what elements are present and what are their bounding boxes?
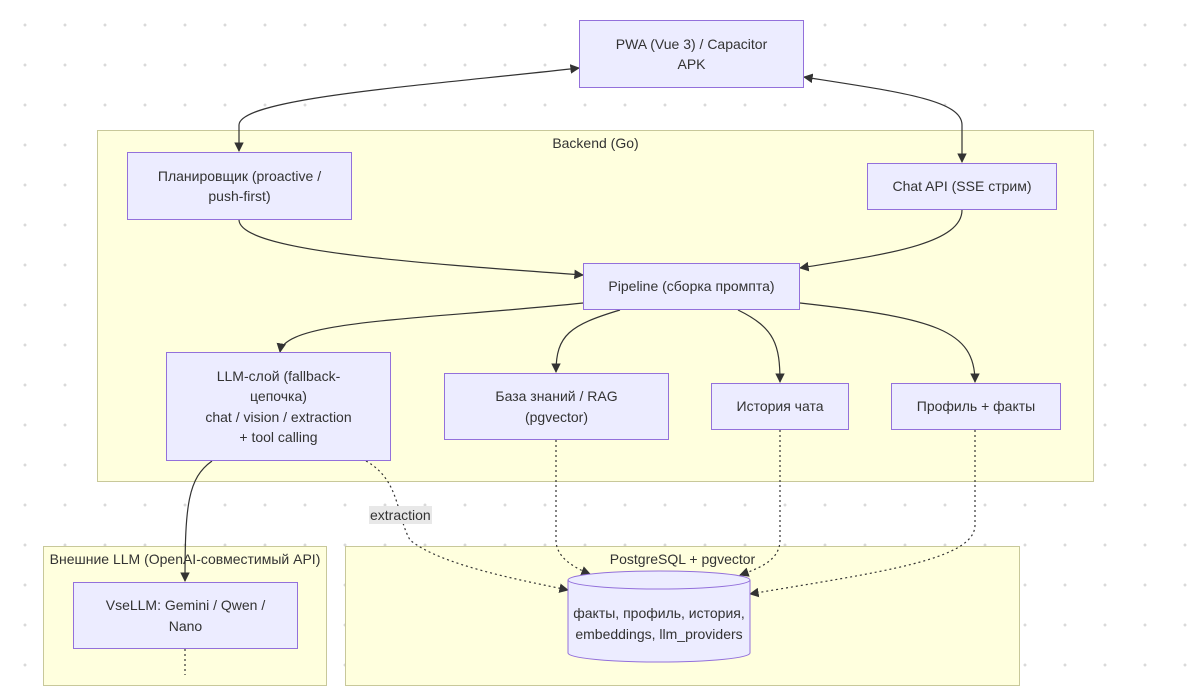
edge-pipeline-llm (276, 302, 584, 353)
edge-pwa-scheduler (234, 64, 580, 152)
node-chat-history: История чата (711, 383, 849, 430)
node-vsellm: VseLLM: Gemini / Qwen / Nano (73, 582, 298, 649)
edge-pwa-chat-api (803, 73, 967, 163)
node-pipeline: Pipeline (сборка промпта) (583, 263, 800, 310)
node-database-label: факты, профиль, история, embeddings, llm… (573, 605, 745, 642)
database-cylinder (567, 570, 751, 663)
node-knowledge-base: База знаний / RAG (pgvector) (444, 373, 669, 440)
node-chat-api: Chat API (SSE стрим) (867, 163, 1057, 210)
node-llm-layer: LLM-слой (fallback- цепочка) chat / visi… (166, 352, 391, 461)
edge-llm-db-extraction (365, 460, 569, 593)
edge-llm-vsellm (180, 460, 213, 582)
edge-scheduler-pipeline (238, 219, 584, 280)
edge-kb-db (555, 440, 591, 576)
edge-pipeline-profile (799, 302, 980, 383)
edge-label-extraction: extraction (369, 506, 432, 524)
node-scheduler: Планировщик (proactive / push-first) (127, 152, 352, 220)
edge-pipeline-history (737, 309, 785, 383)
edge-chat-api-pipeline (799, 209, 963, 272)
node-pwa: PWA (Vue 3) / Capacitor APK (579, 20, 804, 88)
edge-pipeline-kb (551, 309, 621, 373)
cluster-postgres-label: PostgreSQL + pgvector (609, 551, 756, 567)
edge-profile-db (749, 430, 976, 598)
edge-history-db (739, 430, 781, 577)
node-profile-facts: Профиль + факты (891, 383, 1061, 430)
